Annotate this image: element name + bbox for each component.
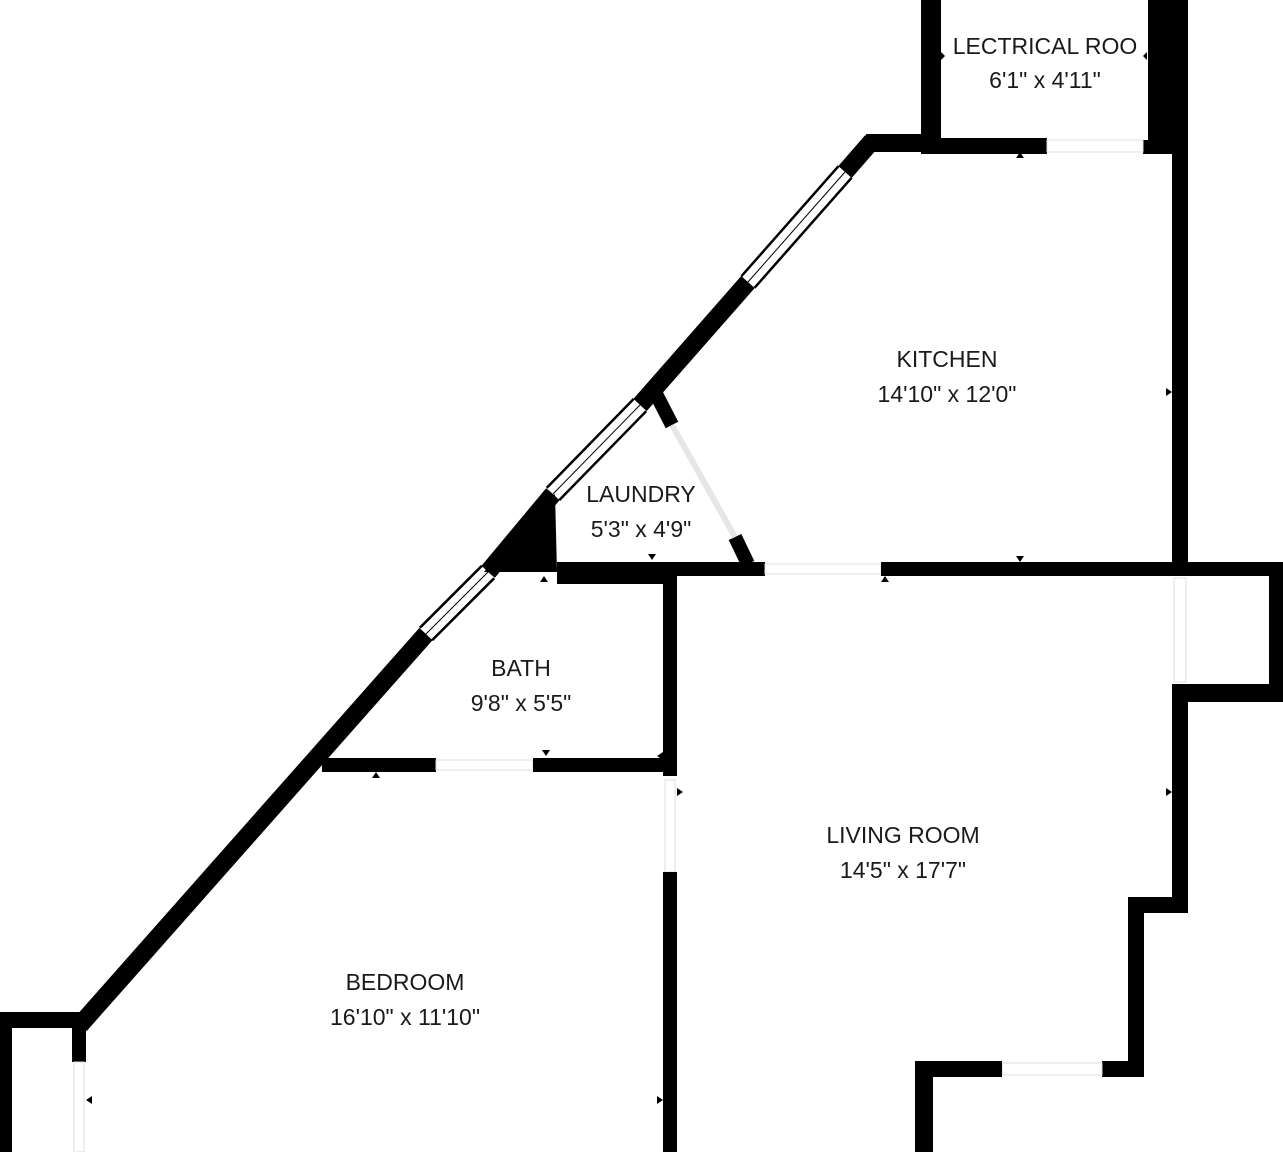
bath-door-opening[interactable] [435, 759, 534, 771]
kitchen-right-wall [1172, 150, 1188, 570]
kitchen-top-wall [866, 134, 928, 152]
bath-right-wall [663, 576, 677, 776]
bedroom-left-opening[interactable] [73, 1061, 85, 1152]
living-alcove-bottom-wall [1172, 684, 1283, 702]
bath-bottom-wall-left [322, 758, 436, 772]
kitchen-room-dims: 14'10" x 12'0" [878, 381, 1017, 407]
tick-marker [657, 752, 663, 760]
living-room-dims: 14'5" x 17'7" [840, 857, 966, 883]
bath-top-wall [557, 572, 675, 584]
tick-marker [677, 788, 683, 796]
tick-marker [881, 576, 889, 582]
living-step-2-horizontal-left [915, 1061, 1002, 1077]
living-step-2-vertical [915, 1061, 933, 1152]
bedroom-room-dims: 16'10" x 11'10" [330, 1004, 480, 1030]
window-kitchen [740, 165, 853, 289]
bath-bottom-wall-right [533, 758, 677, 772]
tick-marker [1166, 788, 1172, 796]
bedroom-left-top-wall [0, 1012, 86, 1028]
kitchen-bottom-wall [881, 562, 1281, 576]
living-right-wall-upper [1172, 684, 1188, 912]
tick-marker [1143, 52, 1147, 60]
tick-marker [1016, 556, 1024, 562]
electrical-bottom-wall-left [921, 138, 1047, 154]
tick-marker [941, 52, 945, 60]
living-bottom-door-opening[interactable] [1001, 1062, 1103, 1076]
window-laundry [545, 398, 648, 501]
bedroom-right-wall [663, 872, 677, 1152]
living-step-1-vertical [1128, 897, 1144, 1077]
tick-marker [1166, 388, 1172, 396]
tick-marker [372, 772, 380, 778]
diagonal-wall-lower [73, 628, 433, 1031]
laundry-room-dims: 5'3" x 4'9" [591, 516, 692, 542]
bedroom-room-name: BEDROOM [346, 969, 465, 995]
window-bath [418, 564, 496, 642]
bath-room-dims: 9'8" x 5'5" [471, 690, 572, 716]
living-step-2-horizontal-right [1102, 1061, 1144, 1077]
bedroom-living-opening[interactable] [664, 779, 676, 873]
electrical-door-opening[interactable] [1046, 139, 1144, 153]
bath-room-name: BATH [491, 655, 551, 681]
electrical-left-wall [921, 0, 941, 140]
laundry-room-name: LAUNDRY [586, 481, 696, 507]
tick-marker [657, 1096, 663, 1104]
tick-marker [86, 1096, 92, 1104]
living-alcove-right-wall [1269, 562, 1283, 702]
tick-marker [1016, 152, 1024, 158]
diagonal-wall-upper [838, 135, 879, 178]
electrical-room-name: LECTRICAL ROO [953, 33, 1137, 59]
diagonal-wall-mid-upper [633, 276, 755, 411]
kitchen-room-name: KITCHEN [897, 346, 998, 372]
electrical-right-wall [1148, 0, 1188, 153]
electrical-room-dims: 6'1" x 4'11" [989, 67, 1101, 93]
bedroom-left-wall-stub [72, 1012, 86, 1062]
laundry-door-opening[interactable] [669, 423, 738, 539]
tick-marker [648, 554, 656, 560]
living-alcove-opening[interactable] [1173, 577, 1187, 683]
living-room-name: LIVING ROOM [826, 822, 979, 848]
laundry-angled-wall-bottom [728, 533, 755, 568]
tick-marker [540, 576, 548, 582]
bedroom-left-outer-wall [0, 1012, 12, 1152]
laundry-angled-wall-top [648, 388, 679, 429]
kitchen-living-door-opening[interactable] [764, 563, 882, 575]
tick-marker [542, 750, 550, 756]
laundry-corner-wedge [484, 494, 557, 572]
